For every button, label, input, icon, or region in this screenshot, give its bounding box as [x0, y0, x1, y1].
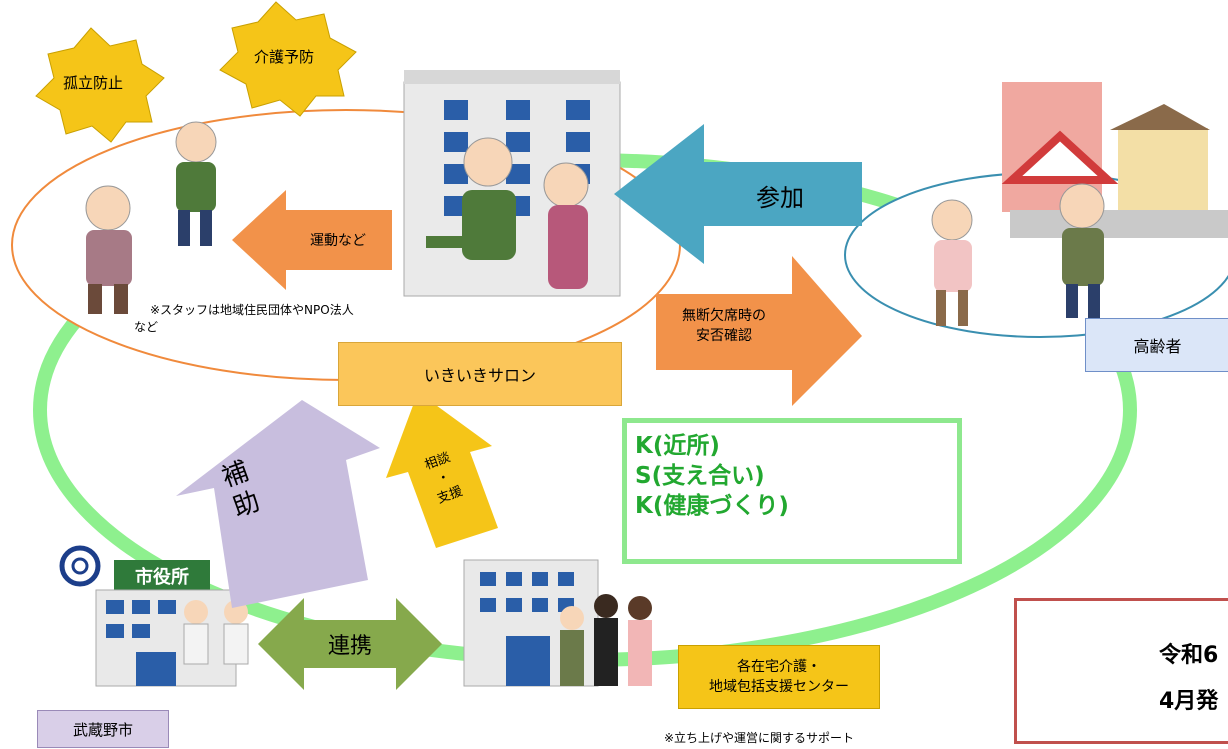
support-center-line-2: 地域包括支援センター [709, 679, 849, 695]
city-hall-sign: 市役所 [135, 567, 189, 588]
ksk-line-sasaeai: S(支え合い) [635, 463, 765, 489]
salon-label: いきいきサロン [423, 366, 536, 385]
care-prevention-star [219, 1, 357, 117]
happy-seniors-illustration [85, 121, 217, 314]
participation-arrow-label: 参加 [756, 184, 804, 212]
ksk-line-kenko: K(健康づくり) [635, 493, 789, 519]
staff-note-line-1: ※スタッフは地域住民団体やNPO法人 [150, 303, 354, 317]
support-note: ※立ち上げや運営に関するサポート [664, 731, 855, 745]
isolation-badge-label: 孤立防止 [62, 74, 123, 92]
elderly-label-box: 高齢者 [1085, 318, 1228, 372]
support-center-illustration [463, 559, 652, 687]
houses-illustration [1001, 82, 1228, 238]
announcement-box: 令和6 4月発 [1014, 598, 1228, 744]
safety-check-arrow [656, 256, 862, 406]
consult-arrow [386, 392, 498, 548]
participation-arrow [614, 124, 862, 264]
city-label: 武蔵野市 [72, 720, 133, 739]
ksk-line-kinjo: K(近所) [635, 433, 720, 459]
safety-check-line-2: 安否確認 [696, 328, 752, 344]
ksk-box: K(近所) S(支え合い) K(健康づくり) [622, 418, 962, 564]
exercise-arrow [232, 190, 392, 290]
staff-note-line-2: など [134, 320, 159, 334]
cooperation-arrow-label: 連携 [327, 634, 372, 659]
care-prevention-badge-label: 介護予防 [253, 48, 314, 66]
elderly-label: 高齢者 [1133, 337, 1182, 356]
safety-check-line-1: 無断欠席時の [682, 308, 766, 324]
salon-building-illustration [403, 70, 621, 297]
announcement-line-2: 4月発 [1159, 689, 1219, 714]
announcement-line-1: 令和6 [1159, 643, 1219, 668]
exercise-arrow-label: 運動など [310, 233, 366, 249]
cooperation-arrow [258, 598, 442, 690]
salon-label-box: いきいきサロン [338, 342, 622, 406]
staff-note: ※スタッフは地域住民団体やNPO法人 など [134, 302, 450, 336]
safety-check-arrow-label: 無断欠席時の 安否確認 [660, 306, 788, 346]
subsidy-arrow [176, 400, 380, 608]
isolation-star [35, 27, 165, 143]
walking-seniors-illustration [931, 183, 1105, 326]
support-center-label-box: 各在宅介護・ 地域包括支援センター [678, 645, 880, 709]
city-hall-illustration [59, 545, 249, 687]
city-label-box: 武蔵野市 [37, 710, 169, 748]
support-center-line-1: 各在宅介護・ [737, 659, 821, 675]
